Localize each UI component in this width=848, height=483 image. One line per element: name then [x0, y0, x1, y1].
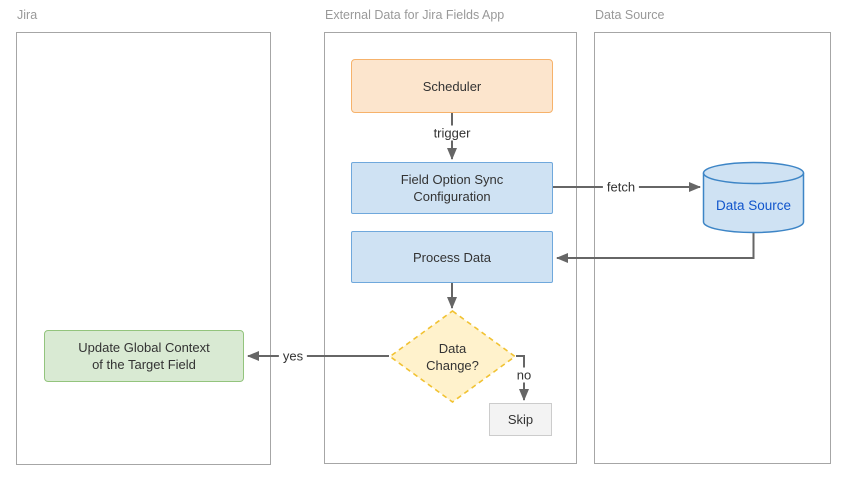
edge-label-fetch: fetch: [602, 179, 640, 195]
node-field-option-sync-configuration: Field Option Sync Configuration: [351, 162, 553, 214]
lane-data-source: [594, 32, 831, 464]
edge-label-no: no: [512, 367, 536, 383]
decision-diamond-shape: [388, 310, 517, 403]
edge-datasource-to-process-arrow: [556, 231, 755, 263]
node-update-global-context: Update Global Context of the Target Fiel…: [44, 330, 244, 382]
node-data-source-db-label: Data Source: [715, 197, 792, 213]
node-field-option-sync-label-line1: Field Option Sync: [400, 172, 504, 187]
database-cylinder-shape: [702, 161, 805, 234]
node-skip-label: Skip: [507, 412, 534, 427]
edge-no-arrow: [516, 355, 529, 401]
node-data-change-label-line2: Change?: [426, 357, 479, 373]
lane-label-external-data-app: External Data for Jira Fields App: [325, 8, 505, 22]
edge-label-trigger: trigger: [429, 125, 475, 141]
node-update-global-context-label-line1: Update Global Context: [78, 340, 210, 355]
node-process-data-label: Process Data: [412, 249, 492, 265]
lane-jira: [16, 32, 271, 465]
edge-label-yes: yes: [278, 348, 308, 364]
node-field-option-sync-label-line2: Configuration: [413, 189, 491, 204]
node-process-data: Process Data: [351, 231, 553, 283]
node-data-change-decision: Data Change?: [389, 310, 516, 403]
node-data-change-label-line1: Data: [438, 340, 467, 356]
lane-label-jira: Jira: [17, 8, 38, 22]
lane-label-data-source: Data Source: [595, 8, 665, 22]
node-update-global-context-label-line2: of the Target Field: [92, 357, 196, 372]
node-scheduler: Scheduler: [351, 59, 553, 113]
node-data-source-db: Data Source: [703, 188, 804, 222]
node-scheduler-label: Scheduler: [422, 78, 482, 94]
node-skip: Skip: [489, 403, 552, 436]
